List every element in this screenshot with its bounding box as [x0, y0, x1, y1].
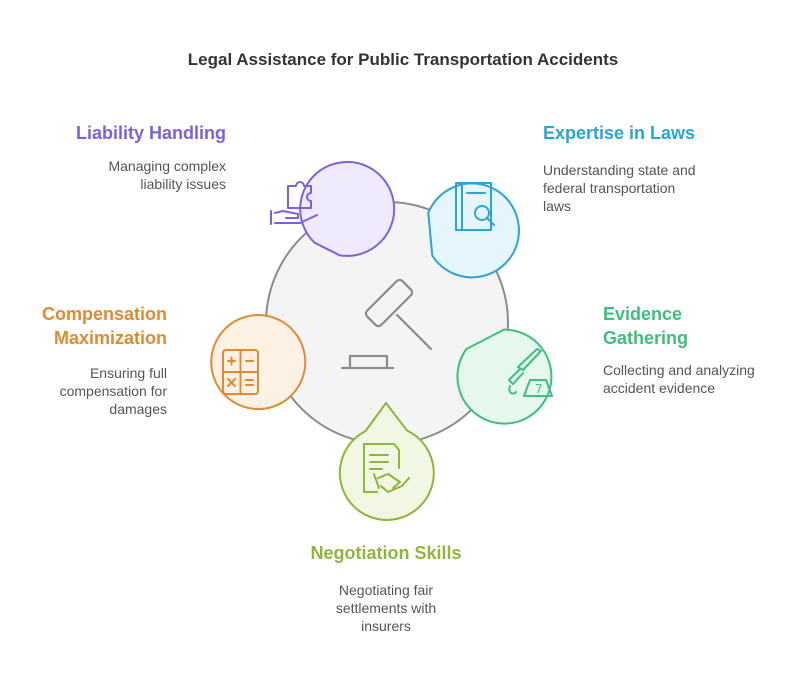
expertise-heading: Expertise in Laws [543, 123, 696, 143]
gavel-icon [340, 278, 433, 370]
knife-evidence-icon: 7 [508, 348, 553, 397]
page-title: Legal Assistance for Public Transportati… [187, 50, 619, 69]
compensation-heading: Compensation Maximization [41, 304, 167, 348]
liability-heading: Liability Handling [75, 123, 226, 143]
compensation-bubble [210, 314, 307, 411]
expertise-description: Understanding state and federal transpor… [543, 162, 696, 214]
negotiation-bubble [338, 401, 435, 521]
contract-handshake-icon [363, 443, 410, 493]
negotiation-description: Negotiating fair settlements with insure… [335, 582, 437, 634]
liability-bubble [270, 160, 396, 257]
evidence-heading: Evidence Gathering [603, 304, 689, 348]
liability-description: Managing complex liability issues [108, 158, 226, 192]
evidence-bubble: 7 [456, 328, 553, 425]
calculator-icon [222, 349, 259, 395]
book-search-icon [455, 182, 495, 231]
negotiation-heading: Negotiation Skills [310, 543, 462, 563]
svg-text:7: 7 [535, 382, 543, 396]
puzzle-hand-icon [270, 181, 318, 225]
expertise-bubble [427, 182, 520, 279]
evidence-description: Collecting and analyzing accident eviden… [603, 362, 755, 396]
compensation-description: Ensuring full compensation for damages [59, 365, 167, 417]
